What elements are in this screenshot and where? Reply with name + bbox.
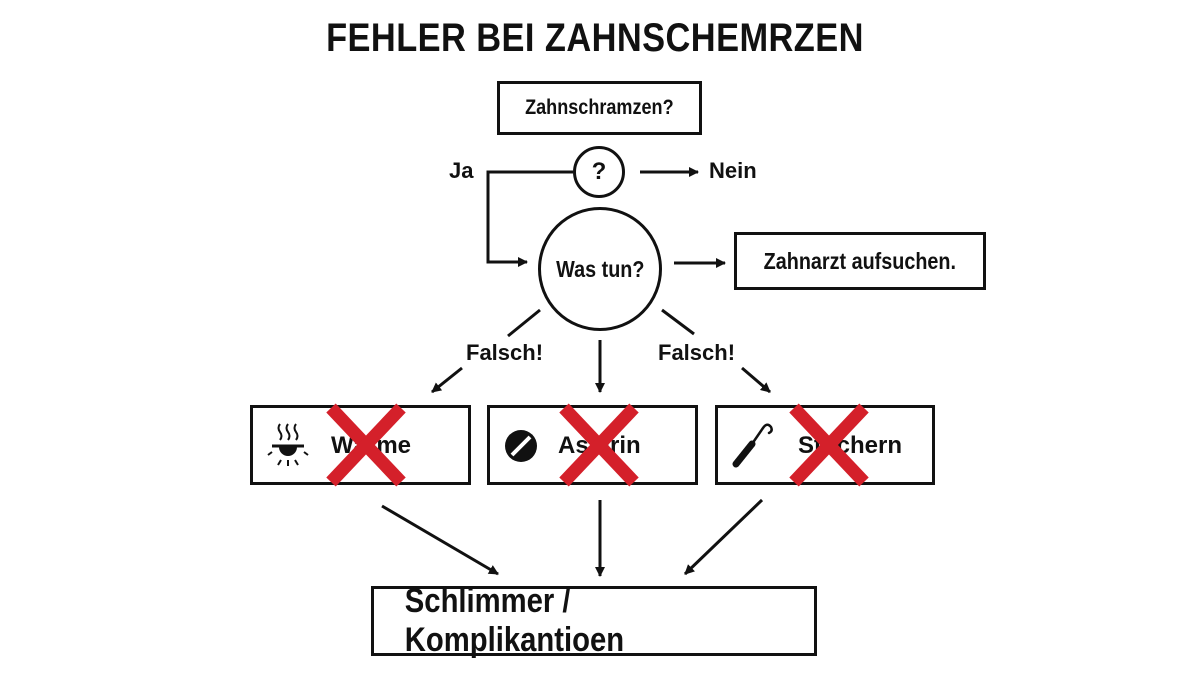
wrong-label-left: Falsch! [466,340,544,365]
yes-connector [486,170,573,267]
dentist-box: Zahnarzt aufsuchen. [734,232,986,290]
decision-circle: ? [573,146,625,198]
dentist-box-text: Zahnarzt aufsuchen. [763,247,957,274]
wrong-arrow-right-upper [661,308,695,336]
yes-label: Ja [449,158,474,183]
pill-icon [505,430,537,462]
wrong-arrow-left-lower [431,366,463,394]
wrong-arrow-left-upper [507,308,541,338]
result-arrow-left [381,504,499,576]
diagram-title: FEHLER BEI ZAHNSCHEMRZEN [326,16,864,60]
cross-mark-poking [789,403,869,487]
question-box-text: Zahnschramzen? [525,96,674,119]
decision-symbol: ? [591,158,607,185]
wrong-label-right: Falsch! [658,340,736,365]
wrong-arrow-right-lower [741,366,771,394]
heat-lamp-icon [267,423,309,466]
result-box-text: Schlimmer / Komplikantioen [404,582,625,659]
result-arrow-right [683,498,764,576]
result-box: Schlimmer / Komplikantioen [371,582,817,659]
no-label: Nein [709,158,757,183]
action-circle: Was tun? [538,207,662,331]
cross-mark-aspirin [559,403,639,487]
dental-pick-icon [732,423,773,468]
question-box: Zahnschramzen? [497,81,702,135]
cross-mark-heat [326,403,406,487]
action-circle-text: Was tun? [555,255,645,282]
